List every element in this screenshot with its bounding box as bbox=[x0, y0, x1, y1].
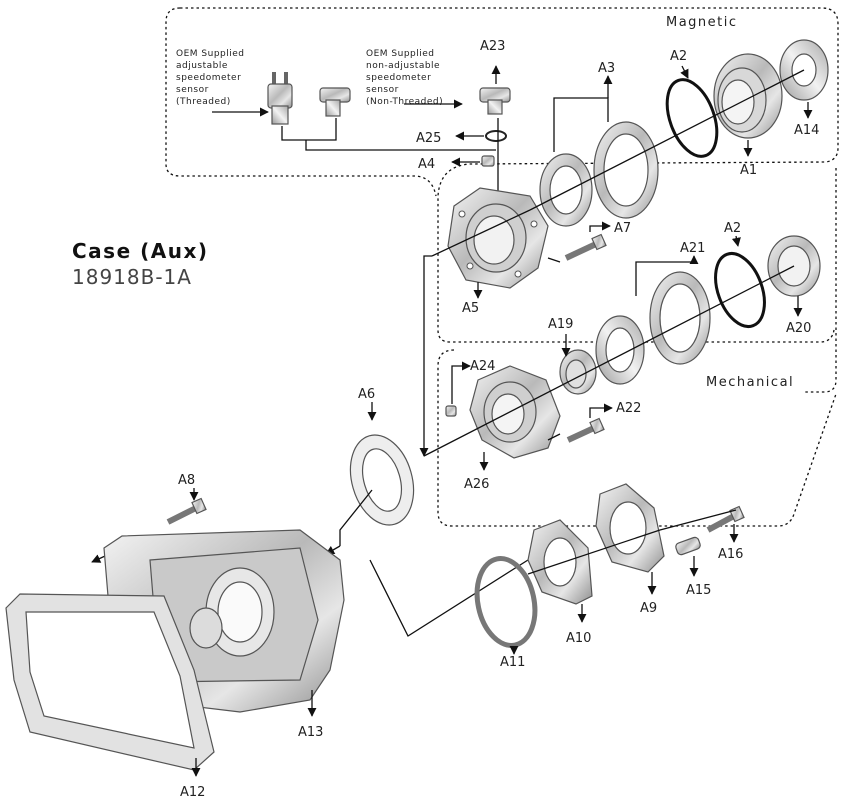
svg-text:sensor: sensor bbox=[176, 85, 209, 95]
callout-a13: A13 bbox=[298, 725, 323, 740]
magnetic-region-outline bbox=[180, 7, 839, 343]
callout-a20: A20 bbox=[786, 321, 811, 336]
a9-plate bbox=[595, 483, 665, 573]
callout-a15: A15 bbox=[686, 583, 711, 598]
callout-a1: A1 bbox=[740, 163, 757, 178]
callout-a12: A12 bbox=[180, 785, 205, 800]
magnetic-label: Magnetic bbox=[666, 15, 738, 30]
a5-magnetic-housing bbox=[447, 187, 549, 289]
callout-a9: A9 bbox=[640, 601, 657, 616]
adjustable-sensor-part bbox=[267, 72, 293, 125]
svg-text:(Threaded): (Threaded) bbox=[176, 97, 231, 107]
callout-a16: A16 bbox=[718, 547, 743, 562]
svg-text:sensor: sensor bbox=[366, 85, 399, 95]
callout-a11: A11 bbox=[500, 655, 525, 670]
mechanical-label: Mechanical bbox=[706, 375, 794, 390]
a23-sensor-part bbox=[479, 87, 511, 115]
callout-a23: A23 bbox=[480, 39, 505, 54]
callout-a14: A14 bbox=[794, 123, 819, 138]
svg-text:speedometer: speedometer bbox=[366, 73, 431, 83]
callout-a22: A22 bbox=[616, 401, 641, 416]
svg-text:OEM Supplied: OEM Supplied bbox=[366, 49, 435, 59]
callout-a3: A3 bbox=[598, 61, 615, 76]
adjustable-sensor-note: OEM Supplied adjustable speedometer sens… bbox=[176, 49, 245, 107]
callout-a24: A24 bbox=[470, 359, 495, 374]
svg-text:speedometer: speedometer bbox=[176, 73, 241, 83]
a25-o-ring bbox=[485, 130, 507, 142]
a8-bolt bbox=[166, 497, 207, 525]
a19-worm-gear bbox=[559, 349, 597, 395]
non-adjustable-sensor-note: OEM Supplied non-adjustable speedometer … bbox=[366, 49, 443, 107]
a26-mechanical-housing bbox=[469, 365, 561, 459]
diagram-title: Case (Aux) bbox=[72, 239, 209, 263]
callout-a2-top: A2 bbox=[670, 49, 687, 64]
svg-text:adjustable: adjustable bbox=[176, 61, 228, 71]
callout-a8: A8 bbox=[178, 473, 195, 488]
callout-a4: A4 bbox=[418, 157, 435, 172]
a21-seal bbox=[649, 271, 711, 365]
a3-seal-pair bbox=[539, 121, 659, 227]
callout-a5: A5 bbox=[462, 301, 479, 316]
mechanical-region-outline bbox=[437, 168, 837, 527]
a11-ring bbox=[474, 556, 538, 648]
a2-o-ring-top bbox=[665, 78, 719, 158]
magnetic-region-left bbox=[165, 7, 437, 197]
callout-a19: A19 bbox=[548, 317, 573, 332]
callout-a7: A7 bbox=[614, 221, 631, 236]
a6-gasket bbox=[349, 434, 415, 526]
a4-plug bbox=[451, 155, 495, 167]
non-adjustable-sensor-part bbox=[319, 87, 351, 117]
a7-bolt bbox=[547, 221, 611, 263]
callout-a10: A10 bbox=[566, 631, 591, 646]
a24-pin bbox=[445, 361, 471, 417]
a1-gear-hub bbox=[713, 53, 783, 139]
svg-text:OEM Supplied: OEM Supplied bbox=[176, 49, 245, 59]
part-number: 18918B-1A bbox=[72, 265, 192, 289]
a12-gasket bbox=[5, 593, 215, 771]
callout-a2-mech: A2 bbox=[724, 221, 741, 236]
svg-text:non-adjustable: non-adjustable bbox=[366, 61, 440, 71]
callout-a21: A21 bbox=[680, 241, 705, 256]
a15-tab-washer bbox=[675, 536, 701, 556]
a22-bolt bbox=[547, 403, 613, 443]
a10-plate bbox=[527, 519, 593, 605]
callout-a25: A25 bbox=[416, 131, 441, 146]
callout-a26: A26 bbox=[464, 477, 489, 492]
a2-o-ring-mech bbox=[714, 252, 766, 328]
a19-seal bbox=[595, 315, 645, 385]
svg-text:(Non-Threaded): (Non-Threaded) bbox=[366, 97, 443, 107]
callout-a6: A6 bbox=[358, 387, 375, 402]
